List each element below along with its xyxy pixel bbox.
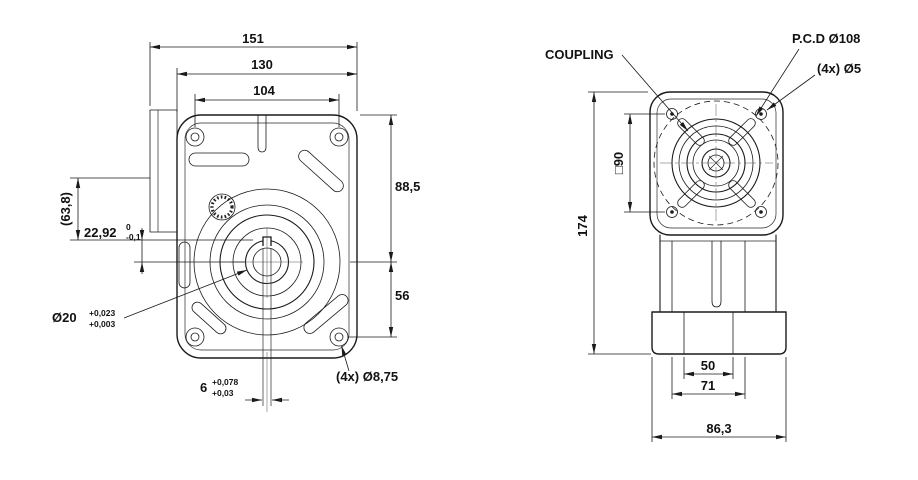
coupling-label: COUPLING [545, 47, 614, 62]
dim-keyway: 6 +0,078 +0,03 [200, 249, 289, 412]
side-view-geometry [649, 91, 787, 355]
dim-104: 104 [194, 83, 340, 127]
mount-holes-label: (4x) Ø8,75 [336, 369, 398, 384]
dim-174: 174 [575, 91, 651, 355]
dim-130-label: 130 [251, 57, 273, 72]
dim-88-5-label: 88,5 [395, 179, 420, 194]
dim-63-8-label: (63,8) [58, 192, 73, 226]
dim-151: 151 [149, 31, 358, 111]
dim-71: 71 [671, 357, 746, 399]
side-flange-inner [656, 98, 777, 229]
dim-151-label: 151 [242, 31, 264, 46]
dim-22-92: 22,92 0 -0,1 [84, 222, 245, 274]
square-90-label: □90 [611, 152, 626, 174]
keyway-label: 6 [200, 380, 207, 395]
keyway-tol-upper: +0,078 [212, 377, 239, 387]
dim-50: 50 [683, 357, 734, 379]
shaft-tol-upper: +0,023 [89, 308, 116, 318]
side-view-dimensions: COUPLING P.C.D Ø108 (4x) Ø5 □90 [545, 31, 861, 442]
dim-56: 56 [348, 262, 409, 338]
shaft-tol-lower: +0,003 [89, 319, 116, 329]
dim-22-92-tol-lower: -0,1 [126, 232, 141, 242]
dim-63-8: (63,8) [58, 177, 253, 241]
dim-22-92-tol-upper: 0 [126, 222, 131, 232]
label-pcd: P.C.D Ø108 [755, 31, 860, 117]
dim-130: 130 [176, 57, 357, 112]
dim-86-3-label: 86,3 [706, 421, 731, 436]
label-flange-holes: (4x) Ø5 [766, 61, 861, 111]
shaft-dia-label: Ø20 [52, 310, 77, 325]
gearbox-body [651, 234, 787, 355]
dim-50-label: 50 [701, 358, 715, 373]
body-base [651, 311, 787, 355]
pitch-circle [653, 100, 779, 226]
side-flange-outline [649, 91, 784, 236]
dim-86-3: 86,3 [651, 357, 787, 442]
dim-174-label: 174 [575, 214, 590, 236]
knurled-dial [208, 193, 236, 221]
coupling-circles [660, 104, 773, 222]
dim-56-label: 56 [395, 288, 409, 303]
dim-104-label: 104 [253, 83, 275, 98]
top-slot [257, 114, 267, 153]
front-view: 151 130 104 88,5 [52, 31, 420, 412]
keyway-tol-lower: +0,03 [212, 388, 234, 398]
dim-22-92-label: 22,92 [84, 225, 117, 240]
dim-shaft-dia: Ø20 +0,023 +0,003 [52, 269, 248, 329]
flange-inner-contour [184, 122, 350, 351]
label-coupling: COUPLING [545, 47, 689, 132]
flange-holes-label: (4x) Ø5 [817, 61, 861, 76]
front-view-dimensions: 151 130 104 88,5 [52, 31, 420, 412]
mounting-holes [185, 127, 349, 347]
pcd-label: P.C.D Ø108 [792, 31, 860, 46]
side-view: COUPLING P.C.D Ø108 (4x) Ø5 □90 [545, 31, 861, 442]
dim-71-label: 71 [701, 378, 715, 393]
dim-mount-holes: (4x) Ø8,75 [336, 345, 398, 384]
dim-square-90: □90 [611, 113, 665, 213]
